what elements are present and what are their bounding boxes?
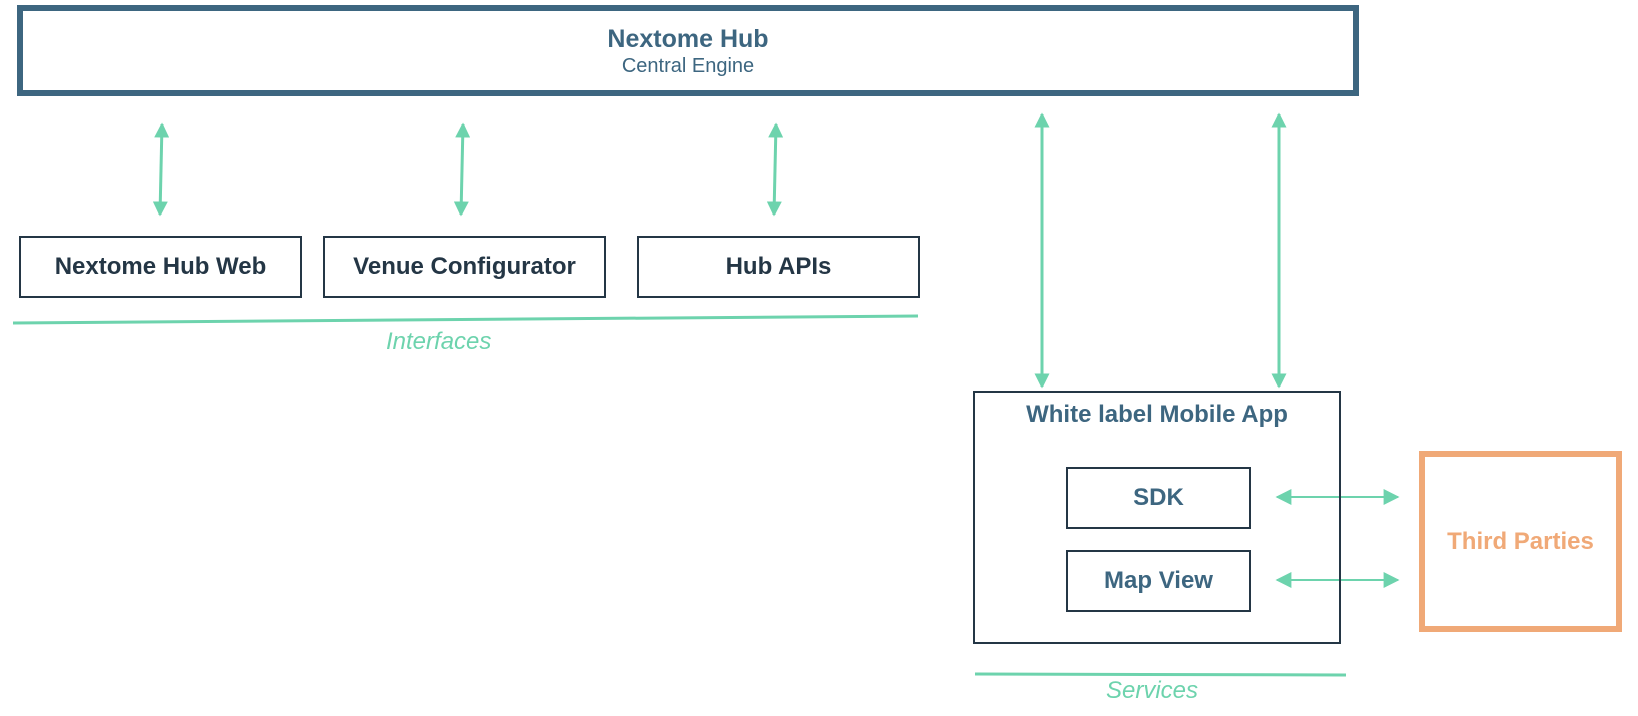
arrow-hub-to-venue-configurator (453, 122, 471, 217)
hub-title: Nextome Hub (607, 24, 769, 53)
arrow-hub-to-hub-apis (766, 122, 784, 217)
services-caption: Services (1106, 677, 1199, 704)
hub-apis-box: Hub APIs (637, 236, 920, 298)
arrow-hub-to-hub-web (152, 122, 170, 217)
nextome-hub-box: Nextome Hub Central Engine (17, 5, 1359, 96)
third-parties-box: Third Parties (1419, 451, 1622, 632)
sdk-box: SDK (1066, 467, 1251, 529)
white-label-mobile-app-box: White label Mobile App SDK Map View (973, 391, 1341, 644)
mobile-app-title: White label Mobile App (1026, 401, 1288, 428)
nextome-hub-web-box: Nextome Hub Web (19, 236, 302, 298)
interfaces-caption: Interfaces (386, 328, 492, 355)
venue-configurator-box: Venue Configurator (323, 236, 606, 298)
services-underline (974, 672, 1347, 677)
map-view-box: Map View (1066, 550, 1251, 612)
interfaces-underline (12, 314, 919, 325)
hub-subtitle: Central Engine (621, 54, 755, 77)
